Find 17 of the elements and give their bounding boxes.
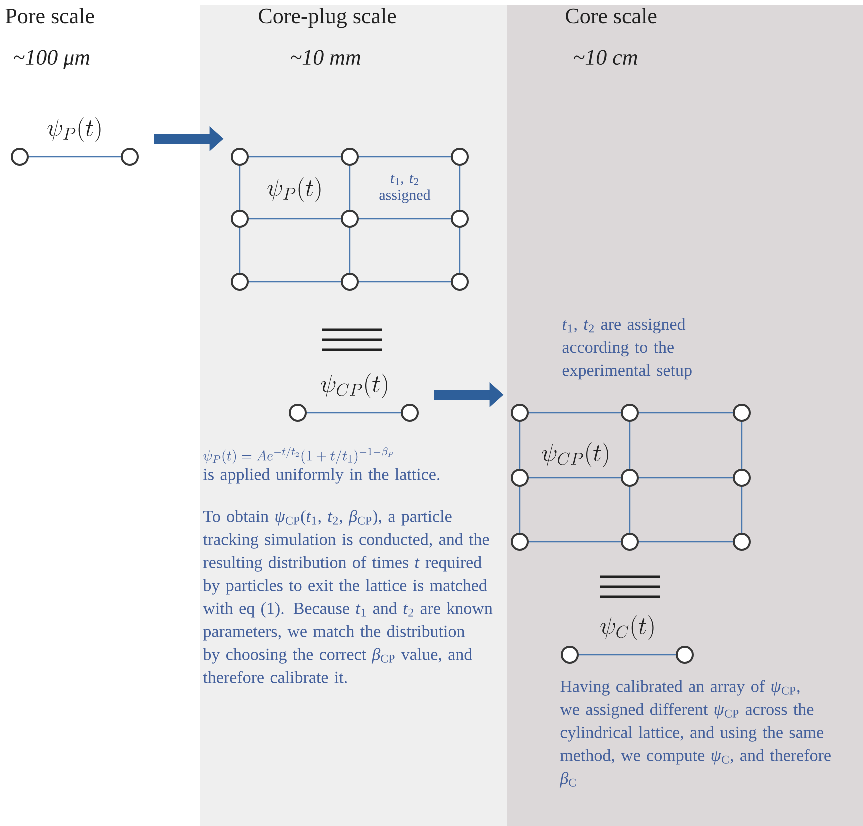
paragraph-text: is applied uniformly in the lattice.	[204, 468, 440, 484]
scale-heading: Pore scale	[6, 8, 94, 24]
scale-size: ~100 μm	[14, 50, 90, 70]
scale-heading: Core scale	[566, 8, 657, 24]
note-text: t$_{1}$, t$_{2}$ are assigned according to the experimental setup	[562, 318, 692, 380]
cell-label: t$_{1}$, t$_{2}$ assigned	[380, 174, 431, 204]
formula-label: $\psi_P(t)$	[268, 178, 321, 202]
scale-heading: Core-plug scale	[259, 8, 396, 28]
formula-text: $\psi_P(t) = Ae^{-t/t_2}(1+t/t_1)^{-1-\beta_P}$	[204, 447, 394, 464]
formula-label: $\psi_P(t)$	[48, 118, 101, 142]
paragraph-text: Having calibrated an array of ψ$_{CP}$, we assigned different ψ$_{CP}$ across the cylindrical lattice, and using the same method, we compute ψ$_{C}$, and therefore β$_{C}$	[560, 680, 831, 788]
scale-size: ~10 cm	[574, 50, 638, 66]
formula-label: $\psi_{CP}(t)$	[321, 374, 388, 398]
paragraph-text: To obtain ψ$_{CP}$(t$_{1}$, t$_{2}$, β$_{CP}$), a particle tracking simulation is conducted, and the resulting distribution of times t required by particles to exit the lattice is matched with eq (1). Because t$_{1}$ and t$_{2}$ are known parameters, we match the distribution by choosing the correct β$_{CP}$ value, and therefore calibrate it.	[203, 510, 493, 684]
formula-label: $\psi_{CP}(t)$	[542, 442, 608, 468]
scale-size: ~10 mm	[291, 50, 360, 66]
formula-label: $\psi_{C}(t)$	[600, 616, 654, 640]
